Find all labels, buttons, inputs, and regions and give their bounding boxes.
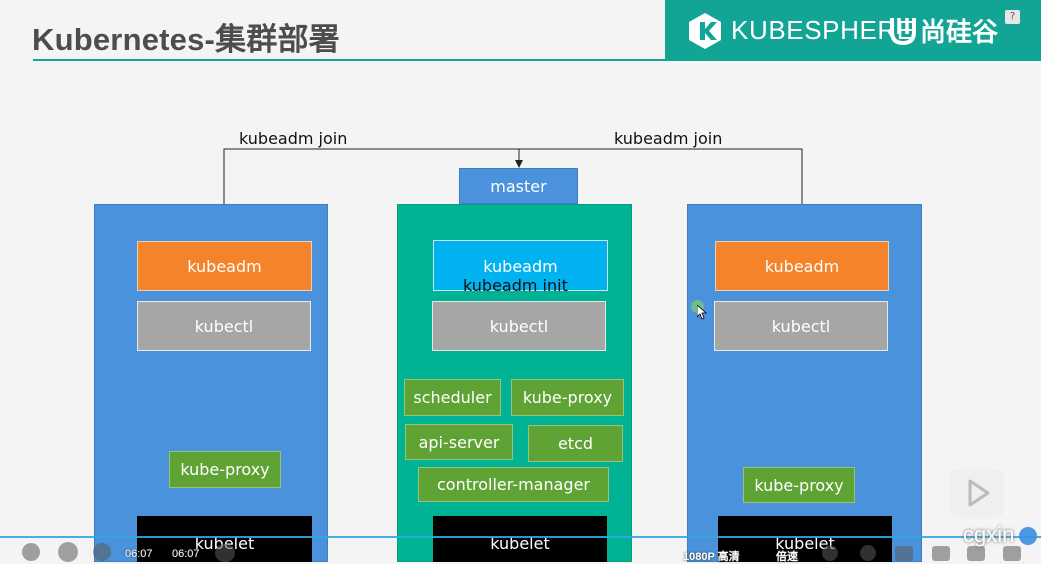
play-pause-icon[interactable] [58, 542, 78, 562]
left-kubeadm-box: kubeadm [137, 241, 312, 291]
play-icon [968, 479, 990, 507]
page-title: Kubernetes-集群部署 [32, 22, 340, 57]
kubeadm-init-label: kubeadm init [463, 276, 568, 295]
uploader-avatar [1019, 527, 1037, 545]
left-kubelet-box: kubelet [137, 516, 312, 562]
atguigu-brand-name: 尚硅谷 [920, 18, 999, 48]
volume-icon[interactable] [822, 545, 838, 561]
current-time: 06:07 [125, 548, 153, 560]
etcd-box: etcd [528, 425, 623, 462]
title-underline [33, 59, 665, 61]
right-kube-proxy-box: kube-proxy [743, 467, 855, 503]
fullscreen-icon[interactable] [1003, 546, 1021, 561]
picture-in-picture-icon[interactable] [895, 546, 913, 561]
watermark-text: cgxin [963, 522, 1015, 547]
previous-icon[interactable] [22, 543, 40, 561]
master-kubeadm-box: kubeadm [433, 240, 608, 291]
kubesphere-brand-name: KUBESPHERE [731, 15, 915, 45]
quality-selector[interactable]: 1080P 高清 [683, 551, 740, 563]
web-fullscreen-icon[interactable] [967, 546, 985, 561]
right-kubeadm-box: kubeadm [715, 241, 889, 291]
kubeadm-join-left-label: kubeadm join [239, 129, 348, 148]
master-kubectl-box: kubectl [432, 301, 606, 351]
master-kubelet-box: kubelet [433, 516, 607, 562]
settings-gear-icon[interactable] [860, 545, 876, 561]
help-icon[interactable]: ? [1005, 10, 1020, 24]
api-server-box: api-server [405, 424, 513, 460]
master-tab [459, 168, 578, 204]
right-kubectl-box: kubectl [714, 301, 888, 351]
atguigu-logo-icon [890, 18, 916, 46]
master-tab-label: master [490, 176, 547, 196]
controller-manager-box: controller-manager [418, 467, 609, 502]
left-kubectl-box: kubectl [137, 301, 311, 351]
speed-selector[interactable]: 倍速 [776, 551, 798, 563]
brand-bar [665, 0, 1041, 61]
kubeadm-join-right-label: kubeadm join [614, 129, 723, 148]
widescreen-icon[interactable] [932, 546, 950, 561]
master-kube-proxy-box: kube-proxy [511, 379, 624, 416]
next-icon[interactable] [93, 543, 111, 561]
kubesphere-logo-icon [689, 13, 721, 49]
danmaku-toggle-icon[interactable] [215, 544, 235, 562]
mouse-pointer-icon [697, 305, 707, 320]
big-play-button[interactable] [950, 469, 1004, 517]
left-kube-proxy-box: kube-proxy [169, 451, 281, 488]
video-progress-bar[interactable] [0, 536, 1041, 538]
total-time: 06:07 [172, 548, 200, 560]
scheduler-box: scheduler [404, 379, 501, 416]
